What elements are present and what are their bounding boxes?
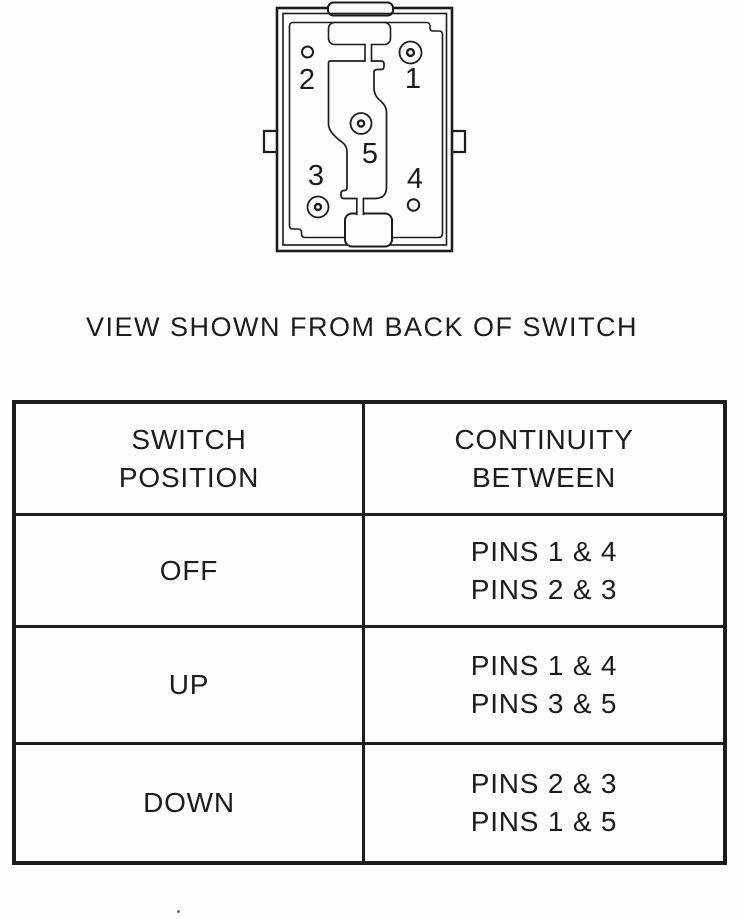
center-divider-rib	[327, 60, 388, 200]
pin-1-socket-center	[405, 47, 416, 58]
top-neck-lines	[364, 43, 373, 62]
pin-2-label: 2	[299, 64, 315, 96]
continuity-value: PINS 1 & 4	[470, 535, 618, 567]
pin-5-label: 5	[362, 138, 378, 170]
position-value: UP	[168, 669, 210, 700]
pin-1-label: 1	[405, 63, 421, 95]
pin-5-socket-ring	[349, 112, 373, 135]
continuity-value: PINS 1 & 4	[470, 650, 618, 681]
header-switch-position-line2: POSITION	[118, 461, 260, 493]
top-lock-tab	[327, 1, 394, 17]
table-row-up-continuity: PINS 1 & 4 PINS 3 & 5	[365, 628, 723, 745]
header-continuity-between-line2: BETWEEN	[471, 461, 617, 493]
table-row-off-position: OFF	[16, 516, 365, 628]
scan-artifact-dot	[177, 910, 180, 913]
pin-4-label: 4	[407, 163, 423, 195]
position-value: OFF	[159, 554, 219, 586]
header-switch-position-line1: SWITCH	[131, 423, 247, 455]
header-switch-position: SWITCH POSITION	[16, 404, 365, 516]
position-value: DOWN	[143, 787, 235, 818]
pin-4-hole	[406, 198, 421, 212]
header-continuity-between-line1: CONTINUITY	[454, 423, 634, 455]
pin-2-hole	[301, 45, 314, 59]
bottom-key-block	[344, 212, 393, 248]
table-row-down-position: DOWN	[16, 745, 365, 861]
top-neck-fill	[365, 43, 371, 63]
continuity-value: PINS 3 & 5	[470, 688, 618, 719]
pin-3-socket-ring	[306, 195, 330, 219]
table-row-down-continuity: PINS 2 & 3 PINS 1 & 5	[365, 745, 723, 861]
bottom-neck-lines	[356, 197, 365, 216]
bottom-neck-fill	[357, 196, 363, 216]
diagram-caption: VIEW SHOWN FROM BACK OF SWITCH	[86, 312, 638, 342]
table-row-up-position: UP	[16, 628, 365, 745]
top-keyway-notch	[327, 21, 392, 46]
table-row-off-continuity: PINS 1 & 4 PINS 2 & 3	[365, 516, 723, 628]
continuity-table: SWITCH POSITION CONTINUITY BETWEEN OFF P…	[12, 400, 727, 865]
switch-connector-diagram: 2 1 5 3 4	[262, 1, 467, 253]
continuity-value: PINS 2 & 3	[470, 768, 618, 799]
continuity-value: PINS 1 & 5	[470, 806, 618, 837]
continuity-value: PINS 2 & 3	[470, 573, 618, 605]
pin-3-label: 3	[308, 160, 324, 192]
header-continuity-between: CONTINUITY BETWEEN	[365, 404, 723, 516]
pin-1-socket-ring	[398, 40, 423, 65]
pin-5-socket-center	[356, 119, 366, 128]
pin-3-socket-center	[313, 202, 323, 212]
